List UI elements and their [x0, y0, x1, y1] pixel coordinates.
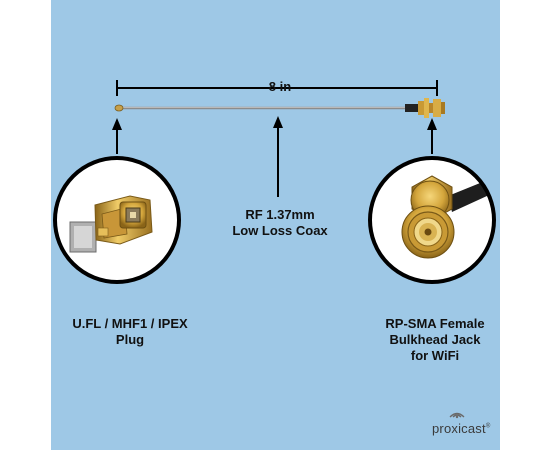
arrow-coax	[273, 116, 283, 197]
cable-type-line-1: RF 1.37mm	[245, 207, 315, 222]
rpsma-connector-image	[368, 156, 496, 284]
coax-cable	[114, 98, 445, 118]
cable-type-line-2: Low Loss Coax	[232, 223, 328, 238]
brand-name: proxicast	[432, 421, 486, 436]
heatshrink	[405, 104, 419, 112]
left-connector-line-1: U.FL / MHF1 / IPEX	[72, 316, 188, 331]
right-connector-label: RP-SMA Female Bulkhead Jack for WiFi	[365, 316, 505, 364]
right-connector-line-1: RP-SMA Female	[385, 316, 485, 331]
brand-logo: proxicast®	[432, 421, 490, 436]
dimension-line	[116, 80, 438, 96]
length-label: 8 in	[268, 79, 292, 94]
registered-mark: ®	[485, 423, 491, 430]
cable-type-label: RF 1.37mm Low Loss Coax	[215, 207, 345, 239]
ufl-connector-image	[53, 156, 181, 284]
left-connector-line-2: Plug	[115, 332, 145, 347]
wifi-logo-icon	[449, 412, 465, 419]
right-connector-line-3: for WiFi	[410, 348, 460, 363]
arrow-sma	[427, 118, 437, 154]
left-connector-label: U.FL / MHF1 / IPEX Plug	[55, 316, 205, 348]
arrow-ufl	[112, 118, 122, 154]
right-connector-line-2: Bulkhead Jack	[389, 332, 481, 347]
